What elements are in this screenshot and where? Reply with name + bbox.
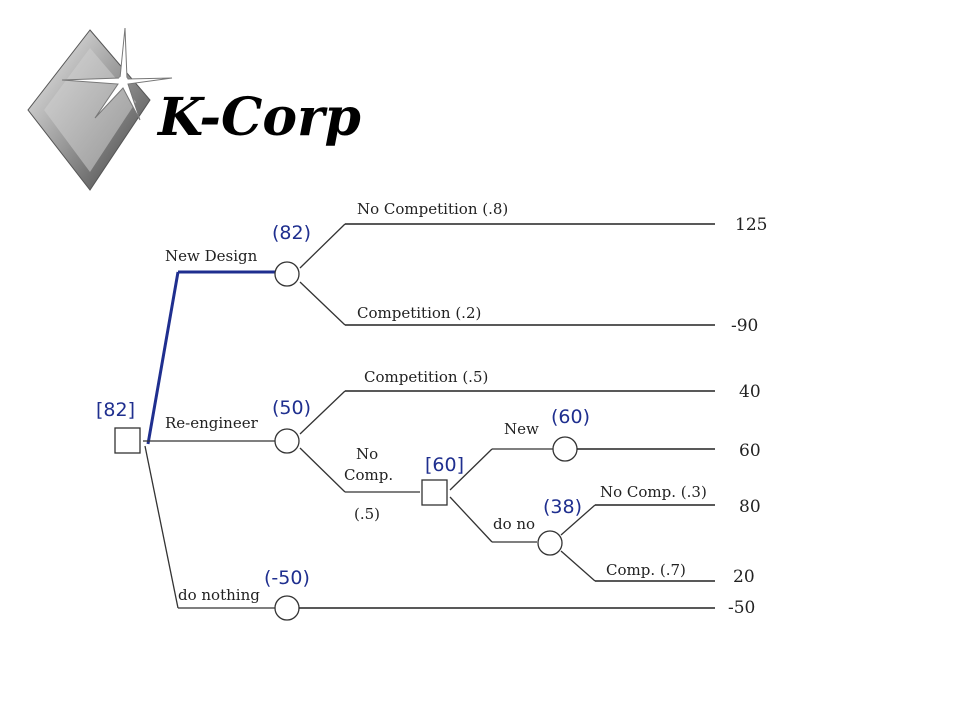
ev-reengineer: (50) — [272, 397, 311, 419]
payoff-value: 20 — [733, 567, 755, 587]
dn-lower-diagonal — [560, 550, 596, 582]
chance-node-do-no — [537, 530, 563, 556]
payoff-value: -50 — [728, 598, 755, 618]
ev-new: (60) — [551, 406, 590, 428]
chance-node-do-nothing — [274, 595, 300, 621]
label-dn-comp: Comp. (.7) — [606, 561, 686, 579]
label-re-engineer: Re-engineer — [165, 414, 259, 432]
new-diagonal — [449, 448, 493, 491]
label-re-no-comp-prob: (.5) — [354, 505, 380, 523]
star-burst-icon — [61, 27, 173, 121]
ev-do-no: (38) — [543, 496, 582, 518]
nd-upper-diagonal — [299, 223, 346, 269]
label-do-no: do no — [493, 515, 535, 533]
root-decision-node — [114, 427, 141, 454]
payoff-value: 125 — [735, 215, 767, 235]
chance-node-new — [552, 436, 578, 462]
re-upper-diagonal — [299, 390, 346, 435]
chance-node-reengineer — [274, 428, 300, 454]
payoff-value: 40 — [739, 382, 761, 402]
chance-node-new-design — [274, 261, 300, 287]
re-lower-diagonal — [299, 447, 346, 493]
label-new-design: New Design — [165, 247, 258, 265]
label-nd-competition: Competition (.2) — [357, 304, 481, 322]
payoff-value: -90 — [731, 316, 758, 336]
label-re-no-comp-2: Comp. — [344, 466, 393, 484]
label-re-competition: Competition (.5) — [364, 368, 488, 386]
label-re-no-comp-1: No — [356, 445, 378, 463]
root-value: [82] — [96, 399, 135, 421]
payoff-value: 80 — [739, 497, 761, 517]
label-dn-no-comp: No Comp. (.3) — [600, 483, 707, 501]
label-do-nothing: do nothing — [178, 586, 260, 604]
label-new: New — [504, 420, 539, 438]
label-nd-no-competition: No Competition (.8) — [357, 200, 508, 218]
payoff-value: 60 — [739, 441, 761, 461]
branch-new-design-diagonal — [146, 271, 180, 445]
second-decision-node — [421, 479, 448, 506]
do-no-diagonal — [449, 496, 493, 543]
ev-do-nothing: (-50) — [264, 567, 310, 589]
branch-do-nothing-diagonal — [144, 445, 179, 609]
second-decision-value: [60] — [425, 454, 464, 476]
page-title: K-Corp — [156, 87, 361, 148]
ev-new-design: (82) — [272, 222, 311, 244]
nd-lower-diagonal — [299, 281, 346, 326]
dn-upper-diagonal — [560, 504, 596, 536]
logo-diamond-icon — [27, 29, 151, 191]
